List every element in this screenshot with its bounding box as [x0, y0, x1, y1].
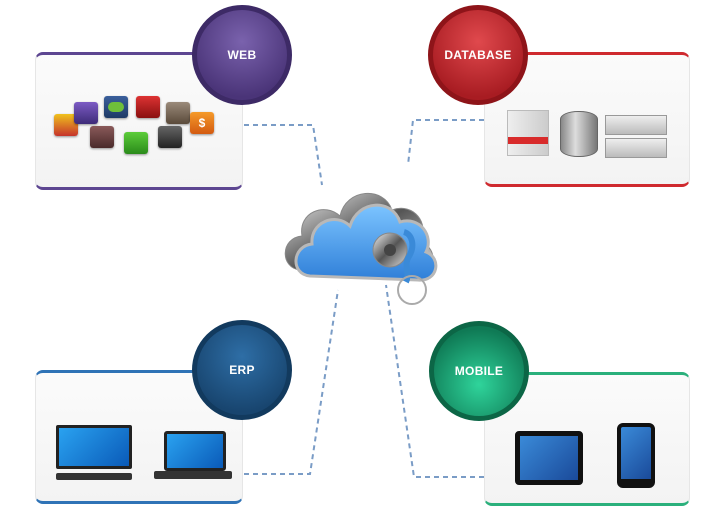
connector-mobile: [385, 284, 484, 478]
mobile-label: MOBILE: [454, 364, 504, 378]
desktop-computer-icon: [56, 425, 132, 481]
web-app-icons: $: [54, 96, 229, 160]
search-tools-icon: [158, 126, 182, 148]
toolbox-icon: [54, 114, 78, 136]
mobile-badge: MOBILE: [429, 321, 529, 421]
tablet-icon: [515, 431, 583, 485]
connector-erp: [244, 289, 339, 475]
erp-badge: ERP: [192, 320, 292, 420]
key-icon: [402, 229, 416, 284]
web-badge: WEB: [192, 5, 292, 105]
dollar-icon: $: [190, 112, 214, 134]
laptop-icon: [154, 431, 234, 481]
user-icon: [136, 96, 160, 118]
cart-icon: [124, 132, 148, 154]
erp-label: ERP: [229, 363, 255, 377]
connector-database: [407, 119, 484, 166]
database-badge: DATABASE: [428, 5, 528, 105]
database-panel: [484, 52, 690, 187]
server-rack-icon: [605, 115, 667, 158]
cloud-app-icon: [104, 96, 128, 118]
web-label: WEB: [227, 48, 257, 62]
user-settings-icon: [74, 102, 98, 124]
connector-web: [244, 124, 323, 186]
database-cylinder-icon: [560, 111, 598, 157]
coins-icon: [166, 102, 190, 124]
oracle-box-icon: [507, 110, 549, 156]
key-ring-icon: [397, 275, 427, 305]
secure-cloud-icon: [284, 193, 438, 305]
smartphone-icon: [617, 423, 655, 488]
calculator-icon: [90, 126, 114, 148]
database-label: DATABASE: [444, 48, 512, 62]
